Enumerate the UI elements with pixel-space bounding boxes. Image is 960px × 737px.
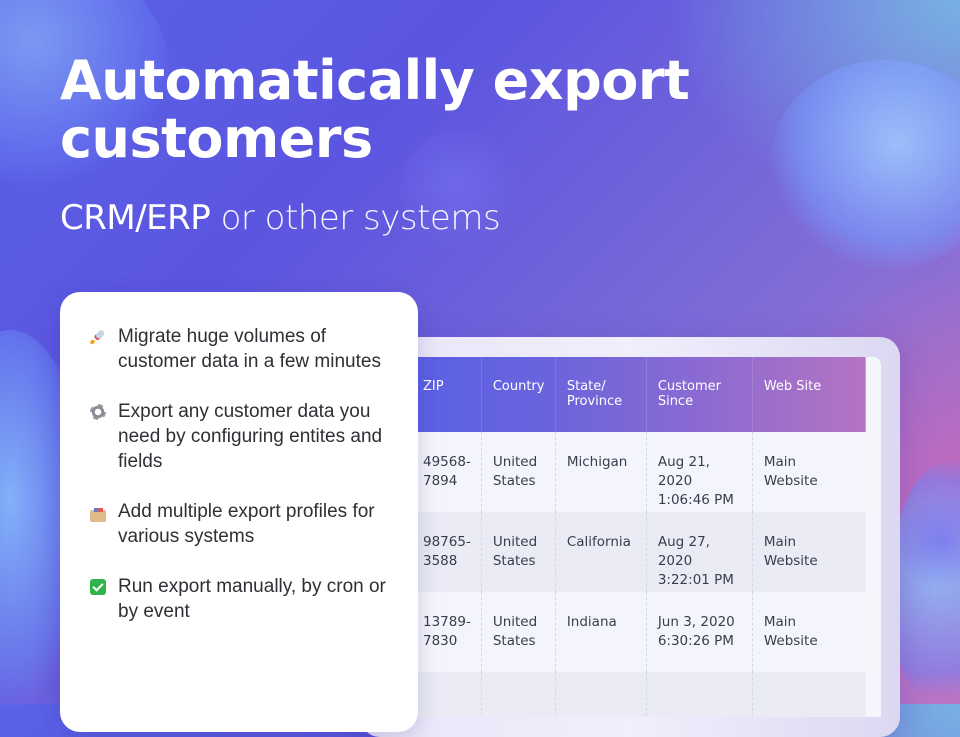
cell-state: Indiana <box>555 592 647 672</box>
table-row-empty <box>380 672 866 717</box>
column-header-state[interactable]: State/Province <box>555 357 647 432</box>
feature-item: Run export manually, by cron or by event <box>90 574 390 624</box>
subtitle-rest: or other systems <box>210 198 501 238</box>
gear-icon <box>90 404 106 420</box>
feature-text: Add multiple export profiles for various… <box>118 501 375 547</box>
column-header-web-site[interactable]: Web Site <box>763 379 822 394</box>
features-card: Migrate huge volumes of customer data in… <box>60 292 418 732</box>
subtitle-strong: CRM/ERP <box>60 198 211 238</box>
feature-text: Migrate huge volumes of customer data in… <box>118 326 381 372</box>
cell-state: California <box>555 512 647 592</box>
headline-line-1: Automatically export <box>60 49 690 112</box>
rocket-icon <box>90 329 106 345</box>
check-mark-icon <box>90 579 106 595</box>
column-header-country[interactable]: Country <box>481 357 556 432</box>
cell-zip: 13789-7830 <box>411 592 482 672</box>
background-bubble <box>890 460 960 720</box>
card-file-box-icon <box>90 508 106 522</box>
cell-zip: 98765-3588 <box>411 512 482 592</box>
feature-list: Migrate huge volumes of customer data in… <box>90 324 390 649</box>
page-title: Automatically export customers <box>60 49 690 170</box>
background-bubble <box>770 60 960 270</box>
background-bubble <box>400 130 520 250</box>
subtitle: CRM/ERP or other systems <box>60 196 501 240</box>
cell-zip: 49568-7894 <box>411 432 482 512</box>
feature-item: Add multiple export profiles for various… <box>90 499 390 549</box>
headline-line-2: customers <box>60 107 373 170</box>
column-header-zip[interactable]: ZIP <box>411 357 482 432</box>
feature-item: Export any customer data you need by con… <box>90 399 390 474</box>
feature-text: Run export manually, by cron or by event <box>118 576 386 622</box>
feature-item: Migrate huge volumes of customer data in… <box>90 324 390 374</box>
feature-text: Export any customer data you need by con… <box>118 401 383 472</box>
cell-state: Michigan <box>555 432 647 512</box>
